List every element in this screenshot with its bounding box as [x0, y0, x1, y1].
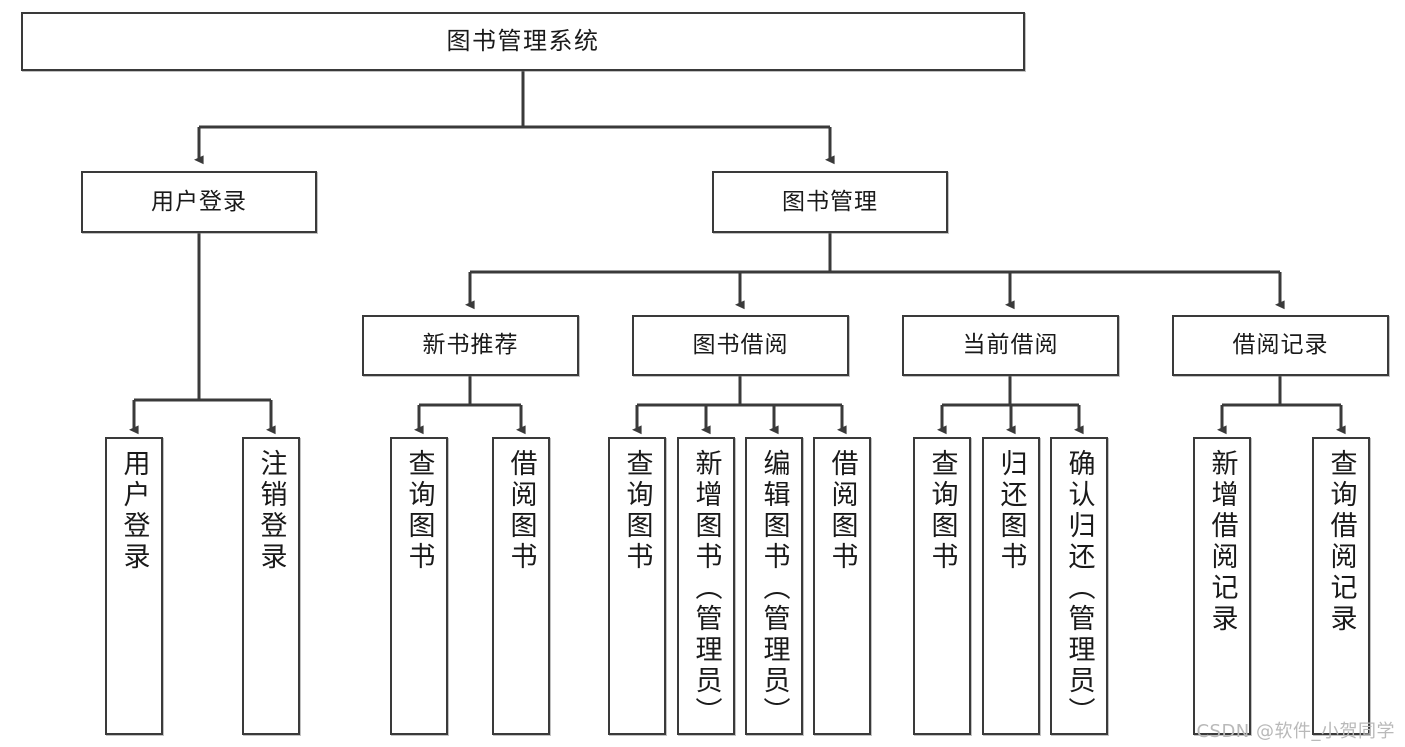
node-label: 用户登录	[118, 449, 150, 573]
node-label: 查询图书	[926, 449, 958, 573]
node-label: 注销登录	[255, 449, 287, 573]
node-label: 新增借阅记录	[1206, 449, 1238, 635]
node-label: 图书借阅	[692, 332, 789, 359]
node-leaf-record-query-record[interactable]: 查询借阅记录	[1312, 437, 1370, 735]
node-new-book-recommend[interactable]: 新书推荐	[362, 315, 579, 376]
node-root-book-management-system[interactable]: 图书管理系统	[21, 12, 1025, 71]
node-book-borrow[interactable]: 图书借阅	[632, 315, 849, 376]
node-leaf-user-logout[interactable]: 注销登录	[242, 437, 300, 735]
node-leaf-user-login[interactable]: 用户登录	[105, 437, 163, 735]
node-label: 编辑图书（管理员）	[758, 449, 790, 728]
node-book-management[interactable]: 图书管理	[712, 171, 948, 233]
node-label: 新增图书（管理员）	[690, 449, 722, 728]
node-leaf-borrow-borrow-book[interactable]: 借阅图书	[813, 437, 871, 735]
node-label: 新书推荐	[422, 332, 519, 359]
node-user-login[interactable]: 用户登录	[81, 171, 317, 233]
node-label: 借阅图书	[505, 449, 537, 573]
node-leaf-borrow-edit-book[interactable]: 编辑图书（管理员）	[745, 437, 803, 735]
node-leaf-current-return-book[interactable]: 归还图书	[982, 437, 1040, 735]
csdn-watermark: CSDN @软件_小贺同学	[1196, 721, 1395, 742]
node-label: 当前借阅	[962, 332, 1059, 359]
node-label: 查询图书	[621, 449, 653, 573]
node-label: 借阅记录	[1232, 332, 1329, 359]
node-label: 借阅图书	[826, 449, 858, 573]
node-borrow-record[interactable]: 借阅记录	[1172, 315, 1389, 376]
node-leaf-recommend-query-book[interactable]: 查询图书	[390, 437, 448, 735]
node-leaf-record-add-record[interactable]: 新增借阅记录	[1193, 437, 1251, 735]
node-label: 查询图书	[403, 449, 435, 573]
node-label: 确认归还（管理员）	[1063, 449, 1095, 728]
node-leaf-current-confirm-return[interactable]: 确认归还（管理员）	[1050, 437, 1108, 735]
node-label: 图书管理	[782, 188, 878, 215]
node-label: 查询借阅记录	[1325, 449, 1357, 635]
node-leaf-borrow-add-book[interactable]: 新增图书（管理员）	[677, 437, 735, 735]
node-label: 用户登录	[151, 188, 247, 215]
node-leaf-recommend-borrow-book[interactable]: 借阅图书	[492, 437, 550, 735]
node-current-borrow[interactable]: 当前借阅	[902, 315, 1119, 376]
node-leaf-current-query-book[interactable]: 查询图书	[913, 437, 971, 735]
node-label: 图书管理系统	[446, 26, 600, 55]
node-label: 归还图书	[995, 449, 1027, 573]
node-leaf-borrow-query-book[interactable]: 查询图书	[608, 437, 666, 735]
